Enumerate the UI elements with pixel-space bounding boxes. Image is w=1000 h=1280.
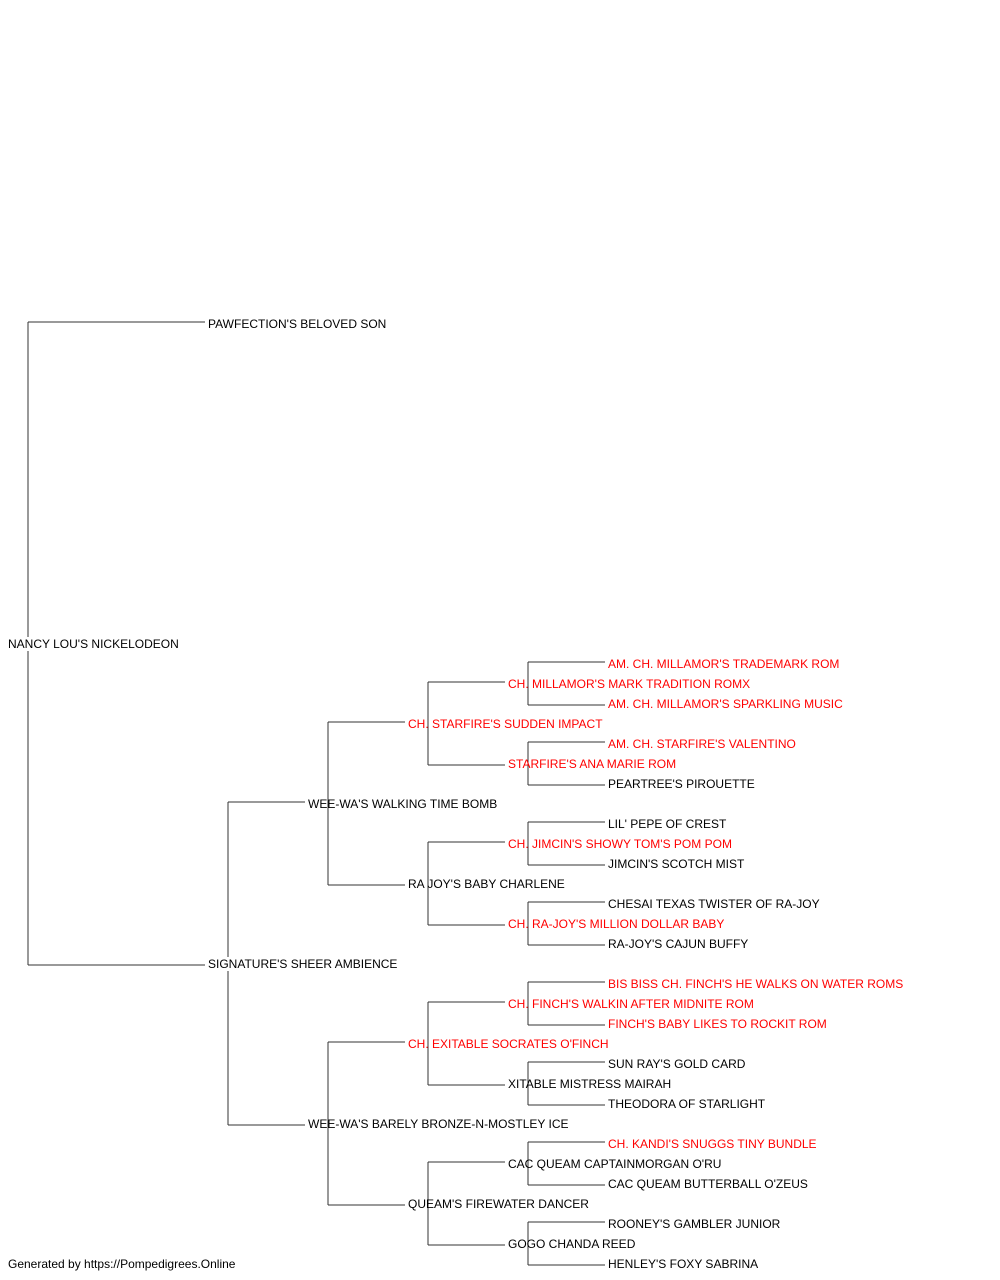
ancestor-g5-name: CHESAI TEXAS TWISTER OF RA-JOY — [608, 897, 820, 911]
ancestor-g5-name: CAC QUEAM BUTTERBALL O'ZEUS — [608, 1177, 808, 1191]
ancestor-g5-name: AM. CH. STARFIRE'S VALENTINO — [608, 737, 796, 751]
dam-dam-dam-name: QUEAM'S FIREWATER DANCER — [408, 1197, 589, 1211]
ancestor-g5-name: AM. CH. MILLAMOR'S TRADEMARK ROM — [608, 657, 840, 671]
ancestor-g5-name: JIMCIN'S SCOTCH MIST — [608, 857, 745, 871]
ancestor-g5-name: PEARTREE'S PIROUETTE — [608, 777, 755, 791]
ancestor-g5-name: THEODORA OF STARLIGHT — [608, 1097, 766, 1111]
dam-name: SIGNATURE'S SHEER AMBIENCE — [208, 957, 398, 971]
ancestor-g5-name: AM. CH. MILLAMOR'S SPARKLING MUSIC — [608, 697, 843, 711]
dam-dam-name: WEE-WA'S BARELY BRONZE-N-MOSTLEY ICE — [308, 1117, 569, 1131]
dam-dam-sire-name: CH. EXITABLE SOCRATES O'FINCH — [408, 1037, 609, 1051]
ddd-dam-name: GOGO CHANDA REED — [508, 1237, 636, 1251]
subject-name: NANCY LOU'S NICKELODEON — [8, 637, 179, 651]
ancestor-g5-name: ROONEY'S GAMBLER JUNIOR — [608, 1217, 781, 1231]
ancestor-g5-name: RA-JOY'S CAJUN BUFFY — [608, 937, 749, 951]
dam-sire-sire-name: CH. STARFIRE'S SUDDEN IMPACT — [408, 717, 603, 731]
dds-dam-name: XITABLE MISTRESS MAIRAH — [508, 1077, 672, 1091]
ancestor-g5-name: HENLEY'S FOXY SABRINA — [608, 1257, 759, 1271]
dss-sire-name: CH. MILLAMOR'S MARK TRADITION ROMX — [508, 677, 751, 691]
dsd-sire-name: CH. JIMCIN'S SHOWY TOM'S POM POM — [508, 837, 732, 851]
ancestor-g5-name: FINCH'S BABY LIKES TO ROCKIT ROM — [608, 1017, 827, 1031]
ancestor-g5-name: SUN RAY'S GOLD CARD — [608, 1057, 746, 1071]
dss-dam-name: STARFIRE'S ANA MARIE ROM — [508, 757, 677, 771]
generated-by-footer: Generated by https://Pompedigrees.Online — [8, 1257, 236, 1271]
dam-sire-name: WEE-WA'S WALKING TIME BOMB — [308, 797, 498, 811]
ancestor-g5-name: CH. KANDI'S SNUGGS TINY BUNDLE — [608, 1137, 817, 1151]
dsd-dam-name: CH. RA-JOY'S MILLION DOLLAR BABY — [508, 917, 725, 931]
sire-name: PAWFECTION'S BELOVED SON — [208, 317, 387, 331]
dds-sire-name: CH. FINCH'S WALKIN AFTER MIDNITE ROM — [508, 997, 754, 1011]
ancestor-g5-name: BIS BISS CH. FINCH'S HE WALKS ON WATER R… — [608, 977, 904, 991]
ddd-sire-name: CAC QUEAM CAPTAINMORGAN O'RU — [508, 1157, 722, 1171]
ancestor-g5-name: LIL' PEPE OF CREST — [608, 817, 727, 831]
dam-sire-dam-name: RA JOY'S BABY CHARLENE — [408, 877, 565, 891]
